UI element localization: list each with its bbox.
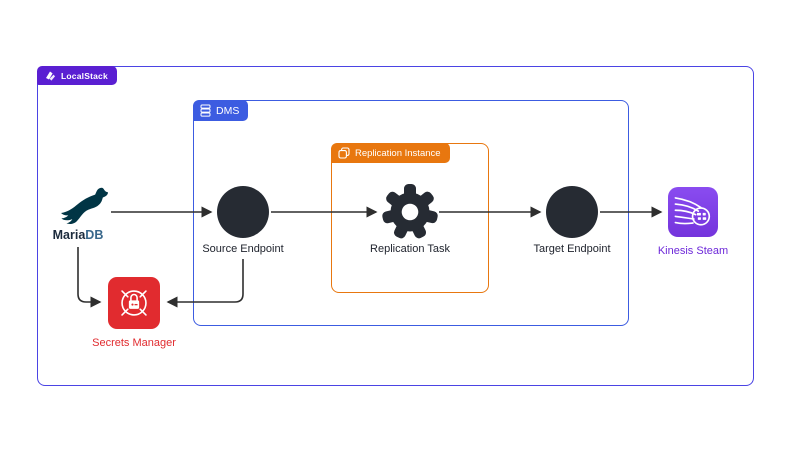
localstack-logo-icon (46, 71, 55, 81)
target-endpoint-label: Target Endpoint (533, 243, 611, 255)
secrets-manager-node (108, 277, 160, 329)
gear-icon (382, 184, 438, 239)
mariadb-label-secondary: DB (85, 228, 104, 242)
lock-crosshair-icon (121, 290, 147, 316)
database-stack-icon (200, 104, 211, 117)
localstack-badge-label: LocalStack (61, 70, 108, 81)
dms-group-box (193, 100, 629, 326)
localstack-badge: LocalStack (37, 66, 117, 85)
replication-instance-badge: Replication Instance (331, 143, 450, 163)
kinesis-stream-icon (674, 197, 711, 226)
dms-badge: DMS (193, 100, 249, 121)
localstack-group-box (37, 66, 754, 386)
node-mariadb (50, 184, 108, 231)
secrets-manager-label: Secrets Manager (92, 337, 176, 349)
kinesis-stream-label: Kinesis Steam (657, 245, 729, 257)
source-endpoint-node (217, 186, 269, 238)
mariadb-seal-icon (61, 187, 108, 225)
dms-badge-label: DMS (216, 104, 240, 117)
replication-task-label: Replication Task (370, 243, 450, 255)
source-endpoint-label: Source Endpoint (202, 243, 284, 255)
mariadb-label-primary: Maria (52, 228, 86, 242)
target-endpoint-node (546, 186, 598, 238)
mariadb-label: MariaDB (36, 228, 120, 242)
replication-instance-badge-label: Replication Instance (355, 147, 441, 159)
kinesis-stream-node (668, 187, 718, 237)
replication-task-node (381, 183, 439, 246)
copy-icon (338, 147, 350, 159)
